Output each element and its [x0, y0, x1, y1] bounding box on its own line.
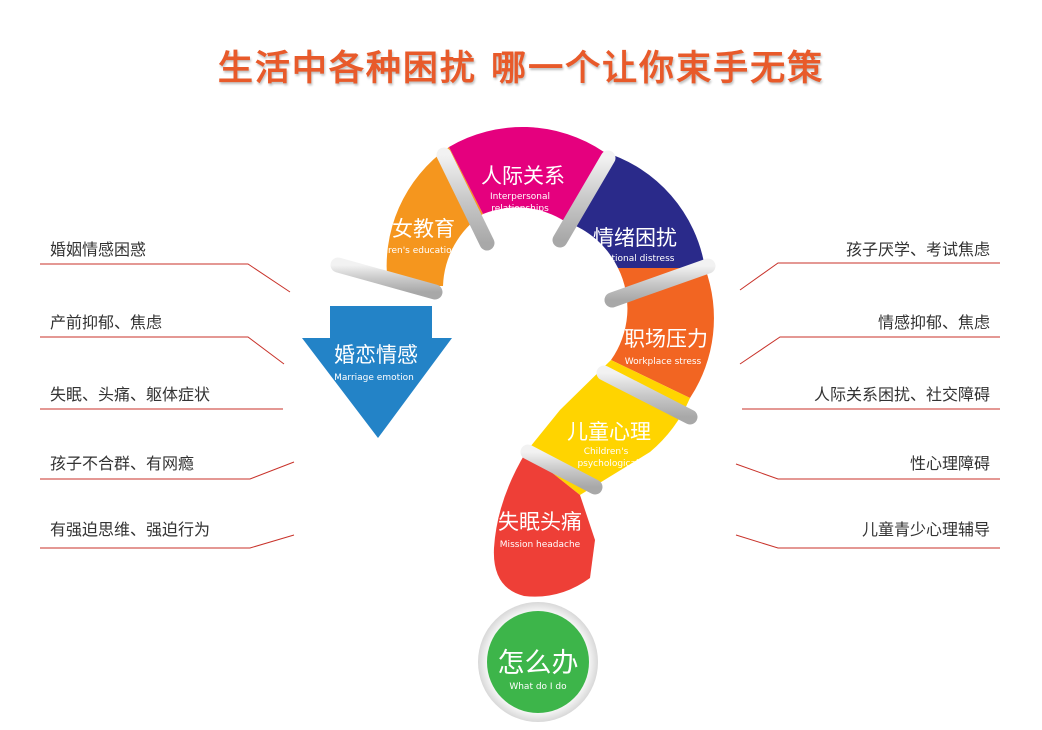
segment-marriage: [302, 306, 452, 438]
center-label-en: What do I do: [509, 682, 567, 692]
segment-insomnia: [493, 452, 595, 597]
separator-bar: [552, 150, 616, 248]
separator-bar: [596, 365, 698, 425]
connector-line: [735, 534, 1000, 549]
label-workplace-en: Workplace stress: [625, 357, 702, 367]
left-item-insomnia: 失眠、头痛、躯体症状: [50, 385, 211, 404]
connector-line: [40, 336, 285, 365]
right-item-depression: 情感抑郁、焦虑: [877, 313, 990, 332]
dot-fill: [487, 611, 589, 713]
right-item-school: 孩子厌学、考试焦虑: [845, 240, 990, 259]
right-item-social: 人际关系困扰、社交障碍: [813, 385, 990, 404]
segment-interpersonal: [449, 126, 604, 222]
segment-workplace: [611, 268, 714, 398]
left-item-child-social: 孩子不合群、有网瘾: [50, 454, 195, 473]
label-emotional-cn: 情绪困扰: [593, 226, 677, 250]
right-item-youth: 儿童青少心理辅导: [861, 520, 990, 539]
right-item-sexual: 性心理障碍: [909, 454, 990, 473]
separator-bar: [330, 257, 443, 300]
label-interpersonal-en1: Interpersonal: [490, 192, 550, 202]
label-interpersonal-cn: 人际关系: [481, 164, 565, 188]
label-workplace-cn: 职场压力: [624, 327, 708, 351]
segment-separators: [330, 147, 716, 495]
left-item-prenatal: 产前抑郁、焦虑: [50, 313, 163, 332]
label-emotional-en: Emotional distress: [592, 254, 675, 264]
separator-bar: [436, 147, 495, 251]
connector-line: [739, 336, 1000, 365]
label-children-psy-en2: psychological: [577, 459, 638, 469]
center-label-cn: 怎么办: [498, 648, 579, 679]
label-children-psy-en1: Children's: [584, 447, 629, 457]
label-children-edu-en: children's education: [367, 246, 458, 256]
connector-line: [40, 263, 291, 293]
label-children-psy-cn: 儿童心理: [567, 420, 651, 444]
what-to-do-dot: 怎么办 What do I do: [478, 602, 598, 722]
connector-line: [739, 262, 1000, 291]
left-item-ocd: 有强迫思维、强迫行为: [50, 520, 211, 539]
separator-bar: [520, 444, 603, 495]
separator-bar: [604, 258, 716, 308]
label-marriage-cn: 婚恋情感: [334, 343, 418, 367]
right-connector-lines: [735, 262, 1000, 549]
left-item-marriage: 婚姻情感困惑: [50, 240, 147, 259]
label-insomnia-en: Mission headache: [500, 540, 581, 550]
label-interpersonal-en2: relationships: [491, 204, 549, 214]
label-children-edu-cn: 子女教育: [371, 217, 455, 241]
label-insomnia-cn: 失眠头痛: [498, 510, 582, 534]
page-title: 生活中各种困扰 哪一个让你束手无策: [217, 49, 825, 89]
segment-labels: 婚恋情感 Marriage emotion 子女教育 children's ed…: [334, 164, 708, 550]
connector-line: [40, 534, 295, 549]
connector-line: [40, 461, 295, 480]
connector-line: [735, 463, 1000, 480]
left-connector-lines: [40, 263, 295, 549]
label-marriage-en: Marriage emotion: [334, 373, 414, 383]
